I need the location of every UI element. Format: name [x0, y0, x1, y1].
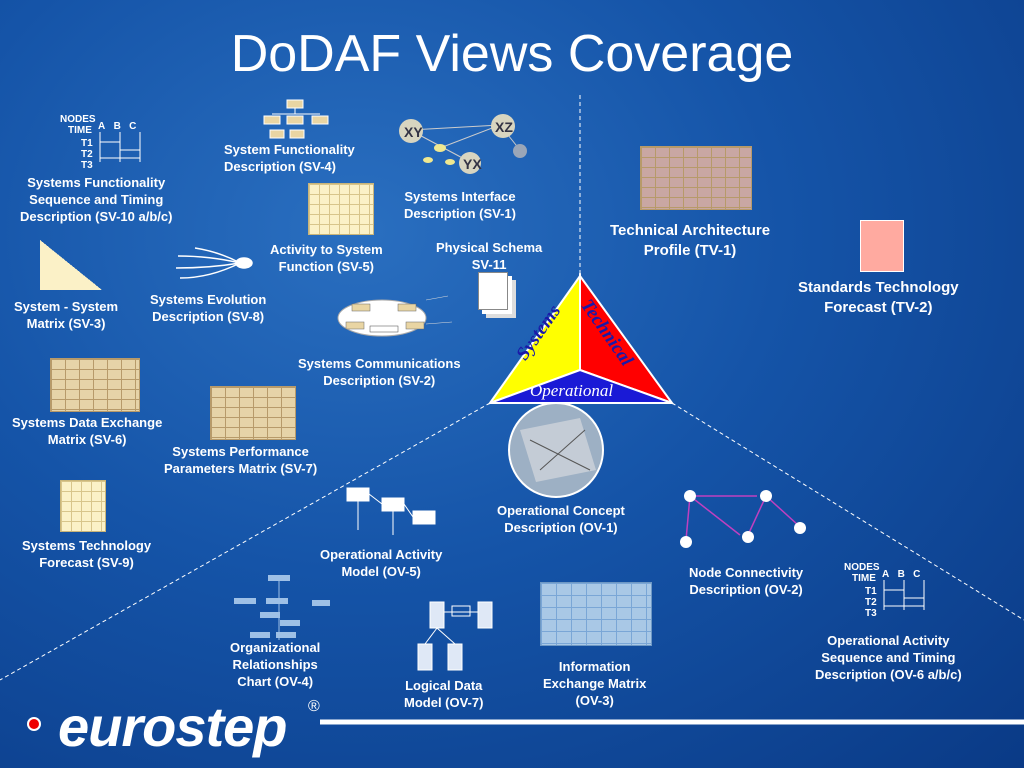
sv10-matrix-lines [99, 132, 141, 162]
ov7-data-icon [417, 601, 493, 671]
ov2-node-icon [680, 490, 806, 548]
ov6-matrix-header: NODES TIME [844, 562, 880, 584]
sv3-matrix-thumbnail [40, 240, 102, 290]
sv11-schema-thumbnail [478, 272, 508, 310]
nodes-label: NODES [844, 562, 880, 573]
nodes-label: NODES [60, 114, 96, 125]
triangle-label-operational: Operational [530, 381, 614, 400]
svg-text:XZ: XZ [495, 119, 513, 135]
divider-left [0, 402, 491, 681]
svg-text:YX: YX [463, 156, 482, 172]
sv10-matrix-header: NODES TIME [60, 114, 96, 136]
tv2-forecast-thumbnail [860, 220, 904, 272]
time-label: TIME [68, 125, 92, 136]
eurostep-logo: eurostep [58, 695, 287, 758]
logo-dot [27, 717, 41, 731]
ov4-org-icon [234, 575, 330, 640]
operational-sector [489, 368, 673, 404]
ov1-concept-icon [508, 402, 604, 498]
page-title: DoDAF Views Coverage [230, 25, 794, 83]
ov5-activity-icon [346, 487, 436, 535]
tv1-profile-thumbnail [640, 146, 752, 210]
registered-mark: ® [308, 698, 320, 715]
sv5-matrix-thumbnail [308, 183, 374, 235]
sv10-cols: A B C [98, 121, 137, 132]
sv2-comms-icon [337, 295, 453, 337]
ov6-cols: A B C [882, 569, 921, 580]
sv1-interface-icon: XY XZ YX [399, 114, 527, 174]
ov3-matrix-thumbnail [540, 582, 652, 646]
sv4-tree-icon [263, 99, 329, 139]
time-label: TIME [852, 573, 876, 584]
divider-right [671, 402, 1024, 621]
sv6-matrix-thumbnail [50, 358, 140, 412]
sv7-matrix-thumbnail [210, 386, 296, 440]
svg-text:XY: XY [404, 124, 423, 140]
ov6-matrix-lines [883, 580, 925, 610]
views-triangle [487, 272, 675, 406]
sv9-forecast-thumbnail [60, 480, 106, 532]
sv8-evolution-icon [175, 247, 253, 279]
